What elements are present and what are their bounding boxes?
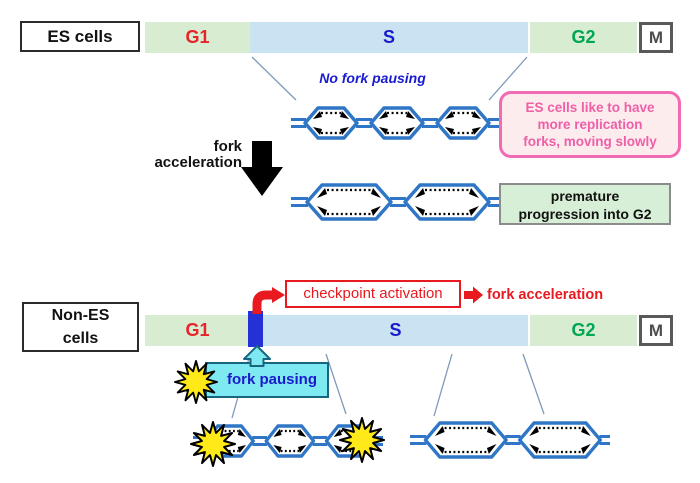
es-cells-note-box: ES cells like to have more replication f… [499, 91, 681, 158]
non-es-phase-m: M [639, 315, 673, 346]
non-es-phase-g2: G2 [530, 315, 637, 346]
replication-diagram-normal-large-bubbles [410, 421, 610, 459]
non-es-label-line1: Non-ES [51, 307, 110, 324]
fork-acceleration-line2: acceleration [154, 154, 242, 171]
fork-acceleration-label: fork acceleration [128, 139, 242, 171]
red-right-arrow [464, 286, 483, 304]
green-note-line2: progression into G2 [518, 206, 652, 222]
premature-progression-box: premature progression into G2 [499, 183, 671, 225]
pink-note-line1: ES cells like to have [525, 100, 655, 115]
es-cells-label: ES cells [20, 21, 140, 52]
green-note-line1: premature [550, 188, 620, 204]
fork-pausing-box: fork pausing [205, 362, 329, 398]
es-phase-g2: G2 [530, 22, 637, 53]
damage-starburst-icon [190, 421, 236, 467]
black-down-arrow [241, 141, 283, 196]
pink-note-line2: more replication [537, 117, 643, 132]
checkpoint-marker [248, 311, 263, 347]
replication-diagram-large-bubbles [291, 183, 499, 221]
replication-diagram-many-small-bubbles [291, 106, 499, 140]
fork-acceleration-line1: fork [213, 138, 242, 155]
fork-acceleration-red-label: fork acceleration [487, 287, 604, 303]
non-es-phase-s: S [263, 315, 528, 346]
non-es-cells-label: Non-ES cells [22, 302, 139, 352]
no-fork-pausing-label: No fork pausing [319, 70, 426, 86]
damage-starburst-icon [339, 417, 385, 463]
non-es-label-line2: cells [62, 330, 99, 347]
non-es-phase-g1: G1 [145, 315, 250, 346]
es-phase-g1: G1 [145, 22, 250, 53]
pink-note-line3: forks, moving slowly [523, 134, 657, 149]
es-phase-s: S [250, 22, 528, 53]
damage-starburst-icon [174, 360, 218, 404]
checkpoint-activation-box: checkpoint activation [285, 280, 461, 308]
es-phase-m: M [639, 22, 673, 53]
